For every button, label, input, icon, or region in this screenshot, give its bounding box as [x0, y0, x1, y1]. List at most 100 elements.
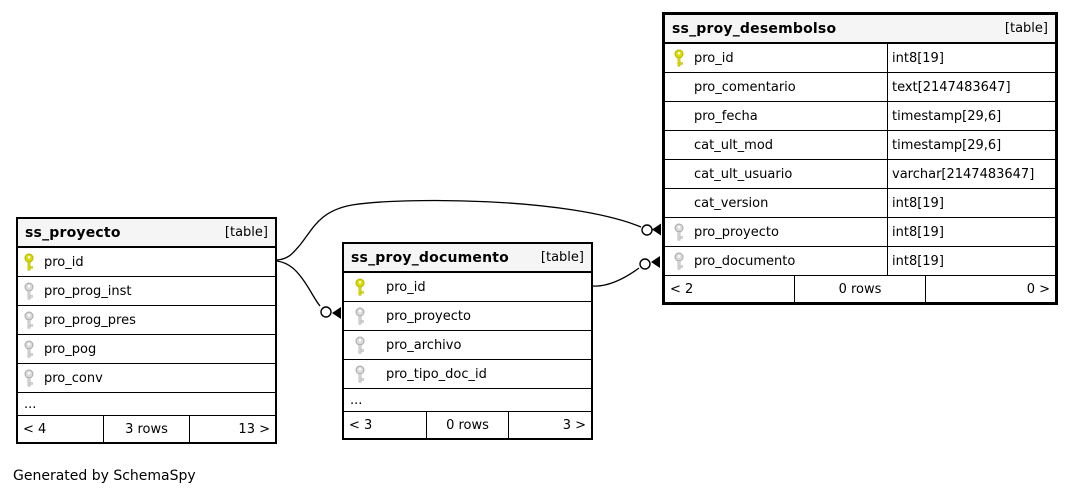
- column-name-cell: pro_archivo: [344, 331, 591, 359]
- footer-row-count: 0 rows: [425, 412, 509, 438]
- column-name: pro_prog_inst: [44, 283, 132, 299]
- column-name-cell: pro_prog_pres: [18, 306, 275, 334]
- column-row-cat_ult_mod: cat_ult_mod timestamp[29,6]: [665, 130, 1055, 159]
- column-row-pro_conv: pro_conv: [18, 363, 275, 392]
- column-name-cell: pro_id: [665, 44, 887, 72]
- footer-children-count: < 4: [23, 421, 47, 437]
- truncated-columns-row: ...: [344, 388, 591, 411]
- column-name: pro_id: [694, 50, 734, 66]
- foreign-key-icon: [24, 340, 34, 358]
- edge-ss_proy_documento-pro_id-to-ss_proy_desembolso-pro_documento: [592, 256, 660, 287]
- column-name-cell: pro_conv: [18, 364, 275, 392]
- key-icon-slot: [24, 311, 44, 330]
- column-name-cell: pro_documento: [665, 247, 887, 275]
- column-type: timestamp[29,6]: [887, 102, 1055, 130]
- column-row-pro_comentario: pro_comentario text[2147483647]: [665, 72, 1055, 101]
- key-icon-slot: [24, 369, 44, 388]
- key-icon-slot: [355, 278, 386, 297]
- column-name-cell: pro_tipo_doc_id: [344, 360, 591, 388]
- column-name: pro_prog_pres: [44, 312, 136, 328]
- column-name-cell: pro_id: [18, 248, 275, 276]
- column-type: int8[19]: [887, 189, 1055, 217]
- column-name-cell: cat_ult_mod: [665, 131, 887, 159]
- primary-key-icon: [24, 253, 34, 271]
- column-type: text[2147483647]: [887, 73, 1055, 101]
- foreign-key-icon: [355, 365, 365, 383]
- key-icon-slot: [674, 252, 694, 271]
- key-icon-slot: [355, 307, 386, 326]
- column-row-pro_proyecto: pro_proyecto: [344, 301, 591, 330]
- column-name-cell: pro_fecha: [665, 102, 887, 130]
- table-title: ss_proyecto: [25, 224, 121, 241]
- column-name-cell: cat_version: [665, 189, 887, 217]
- foreign-key-icon: [674, 223, 684, 241]
- column-type: timestamp[29,6]: [887, 131, 1055, 159]
- column-name: pro_proyecto: [694, 224, 779, 240]
- key-icon-slot: [24, 340, 44, 359]
- foreign-key-icon: [24, 311, 34, 329]
- column-name-cell: pro_proyecto: [344, 302, 591, 330]
- column-row-pro_tipo_doc_id: pro_tipo_doc_id: [344, 359, 591, 388]
- key-icon-slot: [24, 253, 44, 272]
- column-name: pro_conv: [44, 370, 103, 386]
- footer-parents-count: 0 >: [924, 276, 1055, 302]
- table-header-ss_proy_documento[interactable]: ss_proy_documento [table]: [344, 244, 591, 273]
- generated-by-note: Generated by SchemaSpy: [13, 468, 196, 484]
- table-columns: pro_id int8[19] pro_comentario text[2147483…: [665, 44, 1055, 275]
- column-name: pro_pog: [44, 341, 97, 357]
- column-row-pro_prog_inst: pro_prog_inst: [18, 276, 275, 305]
- column-name: pro_proyecto: [386, 308, 471, 324]
- table-type-badge: [table]: [1004, 21, 1048, 36]
- footer-children-count: < 2: [670, 281, 694, 297]
- table-title: ss_proy_documento: [351, 249, 510, 266]
- foreign-key-icon: [355, 336, 365, 354]
- column-type: int8[19]: [887, 218, 1055, 246]
- footer-row-count: 0 rows: [794, 276, 924, 302]
- foreign-key-icon: [24, 369, 34, 387]
- key-icon-slot: [355, 336, 386, 355]
- column-row-pro_id: pro_id: [18, 248, 275, 276]
- column-type: int8[19]: [887, 44, 1055, 72]
- foreign-key-icon: [674, 252, 684, 270]
- column-name: pro_tipo_doc_id: [386, 366, 487, 382]
- column-name: pro_archivo: [386, 337, 462, 353]
- column-name-cell: pro_pog: [18, 335, 275, 363]
- table-columns: pro_id pro_proyecto pro_archivo pro_tipo_do…: [344, 273, 591, 388]
- footer-parents-count: 13 >: [189, 416, 275, 442]
- column-name-cell: pro_prog_inst: [18, 277, 275, 305]
- foreign-key-icon: [24, 282, 34, 300]
- column-name: cat_version: [694, 195, 769, 211]
- column-row-cat_ult_usuario: cat_ult_usuario varchar[2147483647]: [665, 159, 1055, 188]
- table-type-badge: [table]: [540, 250, 584, 265]
- column-name: pro_comentario: [694, 79, 796, 95]
- column-row-pro_id: pro_id: [344, 273, 591, 301]
- truncated-columns-row: ...: [18, 392, 275, 415]
- column-row-pro_proyecto: pro_proyecto int8[19]: [665, 217, 1055, 246]
- column-row-pro_pog: pro_pog: [18, 334, 275, 363]
- primary-key-icon: [355, 278, 365, 296]
- column-name-cell: pro_proyecto: [665, 218, 887, 246]
- table-type-badge: [table]: [224, 225, 268, 240]
- column-name: cat_ult_mod: [694, 137, 774, 153]
- column-name-cell: cat_ult_usuario: [665, 160, 887, 188]
- column-type: int8[19]: [887, 247, 1055, 275]
- column-name-cell: pro_comentario: [665, 73, 887, 101]
- key-icon-slot: [24, 282, 44, 301]
- column-row-pro_fecha: pro_fecha timestamp[29,6]: [665, 101, 1055, 130]
- table-header-ss_proyecto[interactable]: ss_proyecto [table]: [18, 219, 275, 248]
- table-ss_proy_documento[interactable]: ss_proy_documento [table] pro_id pro_proyec…: [342, 242, 593, 440]
- key-icon-slot: [674, 223, 694, 242]
- edge-ss_proyecto-pro_id-to-ss_proy_documento-pro_proyecto: [276, 260, 341, 319]
- table-header-ss_proy_desembolso[interactable]: ss_proy_desembolso[table]: [665, 15, 1055, 44]
- column-type: varchar[2147483647]: [887, 160, 1055, 188]
- column-name: cat_ult_usuario: [694, 166, 793, 182]
- column-name: pro_fecha: [694, 108, 758, 124]
